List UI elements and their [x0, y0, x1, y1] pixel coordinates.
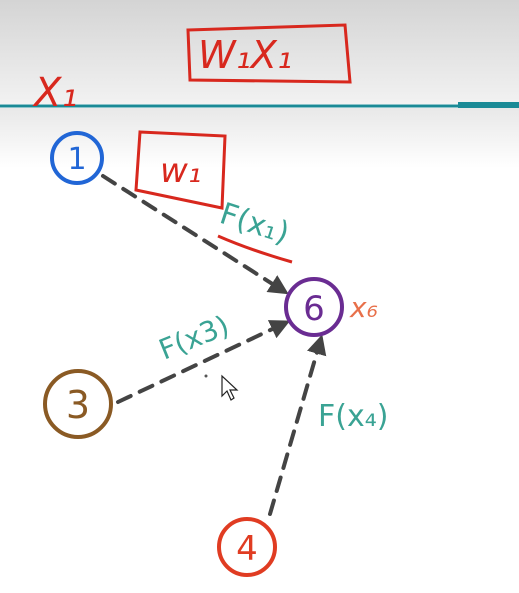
- arrow-1-to-6: [101, 174, 289, 295]
- node-6-label: 6: [303, 289, 325, 329]
- f-x1-underline: [217, 234, 293, 264]
- label-f-x3: F(x3): [154, 309, 233, 367]
- node-6-circle: [284, 277, 344, 337]
- label-x6: x₆: [349, 291, 378, 324]
- label-x1: X₁: [32, 70, 77, 116]
- label-w1: w₁: [160, 151, 201, 191]
- node-3-circle: [43, 369, 113, 439]
- label-f-x1: F(x₁): [216, 196, 294, 251]
- node-3-label: 3: [66, 383, 90, 427]
- arrow-3-to-6: [116, 320, 291, 404]
- label-f-x4: F(x₄): [318, 399, 388, 434]
- weight-box: [134, 130, 227, 210]
- node-1-label: 1: [67, 142, 86, 177]
- node-4-circle: [217, 517, 277, 577]
- mouse-cursor-icon: [221, 374, 239, 401]
- header-band: [0, 0, 519, 104]
- node-4-label: 4: [236, 529, 258, 569]
- node-1-circle: [50, 131, 104, 185]
- stray-dot: [204, 374, 208, 378]
- node-3: 3: [43, 369, 113, 439]
- node-4: 4: [217, 517, 277, 577]
- header-fade: [0, 108, 519, 168]
- node-6: 6: [284, 277, 344, 337]
- node-1: 1: [50, 131, 104, 185]
- arrow-4-to-6: [268, 334, 327, 516]
- annotation-w1x1: W₁X₁: [198, 33, 292, 77]
- annotation-box: [186, 23, 352, 84]
- header-rule-accent: [458, 102, 519, 108]
